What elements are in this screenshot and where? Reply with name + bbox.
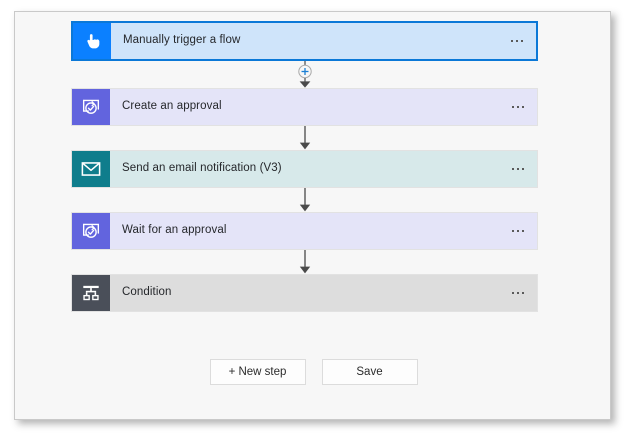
flow-designer-canvas: Manually trigger a flow xyxy=(14,11,611,420)
flow-connector-arrow xyxy=(71,188,538,212)
step-card-body[interactable]: Send an email notification (V3) xyxy=(110,151,537,187)
step-card-body[interactable]: Condition xyxy=(110,275,537,311)
step-card-body[interactable]: Manually trigger a flow xyxy=(111,23,536,59)
save-button[interactable]: Save xyxy=(321,359,418,385)
step-menu-button[interactable] xyxy=(512,106,526,108)
step-icon-tile xyxy=(72,213,110,249)
flow-steps-container: Manually trigger a flow xyxy=(71,21,538,312)
step-card-body[interactable]: Create an approval xyxy=(110,89,537,125)
flow-step-card[interactable]: Wait for an approval xyxy=(71,212,538,250)
flow-connector-arrow xyxy=(71,250,538,274)
approval-check-icon xyxy=(82,99,100,114)
step-icon-tile xyxy=(72,151,110,187)
flow-step-card[interactable]: Send an email notification (V3) xyxy=(71,150,538,188)
flow-connector-arrow xyxy=(71,126,538,150)
arrow-down-icon xyxy=(299,250,310,274)
step-icon-tile xyxy=(73,23,111,59)
flow-step-card[interactable]: Manually trigger a flow xyxy=(71,21,538,61)
plus-circle-icon[interactable] xyxy=(293,61,317,88)
step-title: Create an approval xyxy=(122,100,222,113)
approval-check-icon xyxy=(82,223,100,238)
step-title: Condition xyxy=(122,286,172,299)
step-menu-button[interactable] xyxy=(511,40,525,42)
step-menu-button[interactable] xyxy=(512,292,526,294)
step-icon-tile xyxy=(72,89,110,125)
condition-branch-icon xyxy=(83,285,99,301)
hand-pointer-icon xyxy=(87,34,100,49)
envelope-icon xyxy=(81,162,101,176)
step-title: Manually trigger a flow xyxy=(123,34,241,47)
step-menu-button[interactable] xyxy=(512,230,526,232)
step-card-body[interactable]: Wait for an approval xyxy=(110,213,537,249)
step-menu-button[interactable] xyxy=(512,168,526,170)
step-icon-tile xyxy=(72,275,110,311)
arrow-down-icon xyxy=(299,126,310,150)
flow-step-card[interactable]: Condition xyxy=(71,274,538,312)
insert-step-connector[interactable] xyxy=(71,61,538,88)
step-title: Wait for an approval xyxy=(122,224,227,237)
step-title: Send an email notification (V3) xyxy=(122,162,282,175)
arrow-down-icon xyxy=(299,188,310,212)
flow-step-card[interactable]: Create an approval xyxy=(71,88,538,126)
action-button-row: + New step Save xyxy=(15,359,612,385)
new-step-button[interactable]: + New step xyxy=(209,359,306,385)
